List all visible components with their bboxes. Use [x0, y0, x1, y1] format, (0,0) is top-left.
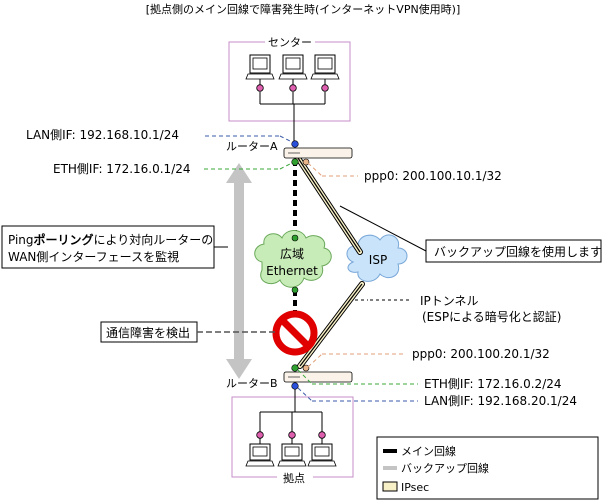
- wan-port-dot: [291, 286, 299, 294]
- svg-text:バックアップ回線: バックアップ回線: [401, 461, 489, 475]
- svg-text:ppp0: 200.100.20.1/32: ppp0: 200.100.20.1/32: [412, 347, 550, 361]
- router-b-label: ルーターB: [226, 377, 278, 390]
- wan-cloud-line1: 広域: [280, 247, 304, 261]
- ping-polling-arrow: [226, 163, 252, 379]
- svg-text:バックアップ回線を使用します: バックアップ回線を使用します: [434, 244, 602, 259]
- center-label: センター: [268, 36, 312, 49]
- ip-tunnel-label: IPトンネル (ESPによる暗号化と認証): [355, 294, 561, 324]
- pc-icon: [278, 54, 308, 92]
- center-pcs: [245, 54, 340, 144]
- router-a-ppp0: ppp0: 200.100.10.1/32: [307, 162, 502, 183]
- router-a-eth-port: [291, 158, 299, 166]
- router-a-label: ルーターA: [226, 140, 278, 153]
- legend-main: メイン回線: [383, 444, 456, 458]
- ping-polling-callout: Pingポーリングにより対向ルーターの WAN側インターフェースを監視: [1, 225, 228, 269]
- wan-ethernet-cloud: 広域 Ethernet: [254, 230, 332, 288]
- cloud-icon: [346, 234, 408, 282]
- router-b-eth-if: ETH側IF: 172.16.0.2/24: [297, 369, 562, 391]
- router-a-lan-port: [291, 140, 299, 148]
- pc-icon: [245, 54, 275, 92]
- wan-cloud-line2: Ethernet: [266, 264, 318, 278]
- router-a-eth-if: ETH側IF: 172.16.0.1/24: [53, 162, 293, 176]
- isp-cloud: ISP: [346, 234, 408, 282]
- legend-backup: バックアップ回線: [383, 461, 489, 475]
- router-icon: [283, 371, 353, 383]
- router-b-ppp0: ppp0: 200.100.20.1/32: [307, 347, 550, 368]
- pc-icon: [245, 431, 275, 467]
- legend-ipsec: IPsec: [382, 481, 429, 494]
- router-a-lan-if: LAN側IF: 192.168.10.1/24: [26, 128, 293, 143]
- fault-detect-callout: 通信障害を検出: [100, 321, 276, 343]
- svg-text:Pingポーリングにより対向ルーターの: Pingポーリングにより対向ルーターの: [8, 232, 213, 247]
- no-entry-icon: [272, 310, 318, 356]
- svg-text:ppp0: 200.100.10.1/32: ppp0: 200.100.10.1/32: [364, 169, 502, 183]
- router-b-lan-port: [291, 382, 299, 390]
- router-b-ppp-port: [302, 364, 310, 372]
- router-icon: [283, 147, 353, 159]
- backup-use-callout: バックアップ回線を使用します: [339, 205, 602, 263]
- router-a: ルーターA: [226, 140, 353, 166]
- svg-text:ETH側IF: 172.16.0.2/24: ETH側IF: 172.16.0.2/24: [424, 377, 562, 391]
- svg-text:WAN側インターフェースを監視: WAN側インターフェースを監視: [8, 249, 179, 264]
- pc-icon: [277, 431, 307, 467]
- isp-label: ISP: [369, 253, 387, 267]
- wan-port-dot-top: [291, 234, 299, 242]
- svg-text:IPsec: IPsec: [401, 481, 429, 494]
- ipsec-tunnel-lower: [297, 281, 365, 369]
- svg-text:メイン回線: メイン回線: [401, 444, 456, 458]
- router-a-ppp-port: [302, 158, 310, 166]
- router-b: ルーターB: [226, 364, 353, 390]
- svg-text:IPトンネル: IPトンネル: [420, 294, 479, 308]
- router-b-eth-port: [291, 364, 299, 372]
- svg-text:通信障害を検出: 通信障害を検出: [106, 325, 190, 340]
- base-label: 拠点: [283, 472, 305, 485]
- base-site: 拠点: [231, 396, 354, 485]
- diagram-title: [拠点側のメイン回線で障害発生時(インターネットVPN使用時)]: [146, 2, 461, 16]
- legend: メイン回線 バックアップ回線 IPsec: [376, 436, 599, 500]
- pc-icon: [310, 54, 340, 92]
- center-site: センター: [228, 35, 351, 122]
- svg-text:ETH側IF: 172.16.0.1/24: ETH側IF: 172.16.0.1/24: [53, 162, 191, 176]
- svg-text:LAN側IF: 192.168.10.1/24: LAN側IF: 192.168.10.1/24: [26, 128, 179, 142]
- ipsec-tunnel-upper: [295, 155, 363, 255]
- svg-text:(ESPによる暗号化と認証): (ESPによる暗号化と認証): [422, 309, 561, 324]
- pc-icon: [307, 431, 337, 467]
- router-b-lan-if: LAN側IF: 192.168.20.1/24: [297, 387, 577, 408]
- base-pcs: [245, 389, 337, 467]
- svg-text:LAN側IF: 192.168.20.1/24: LAN側IF: 192.168.20.1/24: [424, 394, 577, 408]
- cloud-icon: [254, 230, 332, 288]
